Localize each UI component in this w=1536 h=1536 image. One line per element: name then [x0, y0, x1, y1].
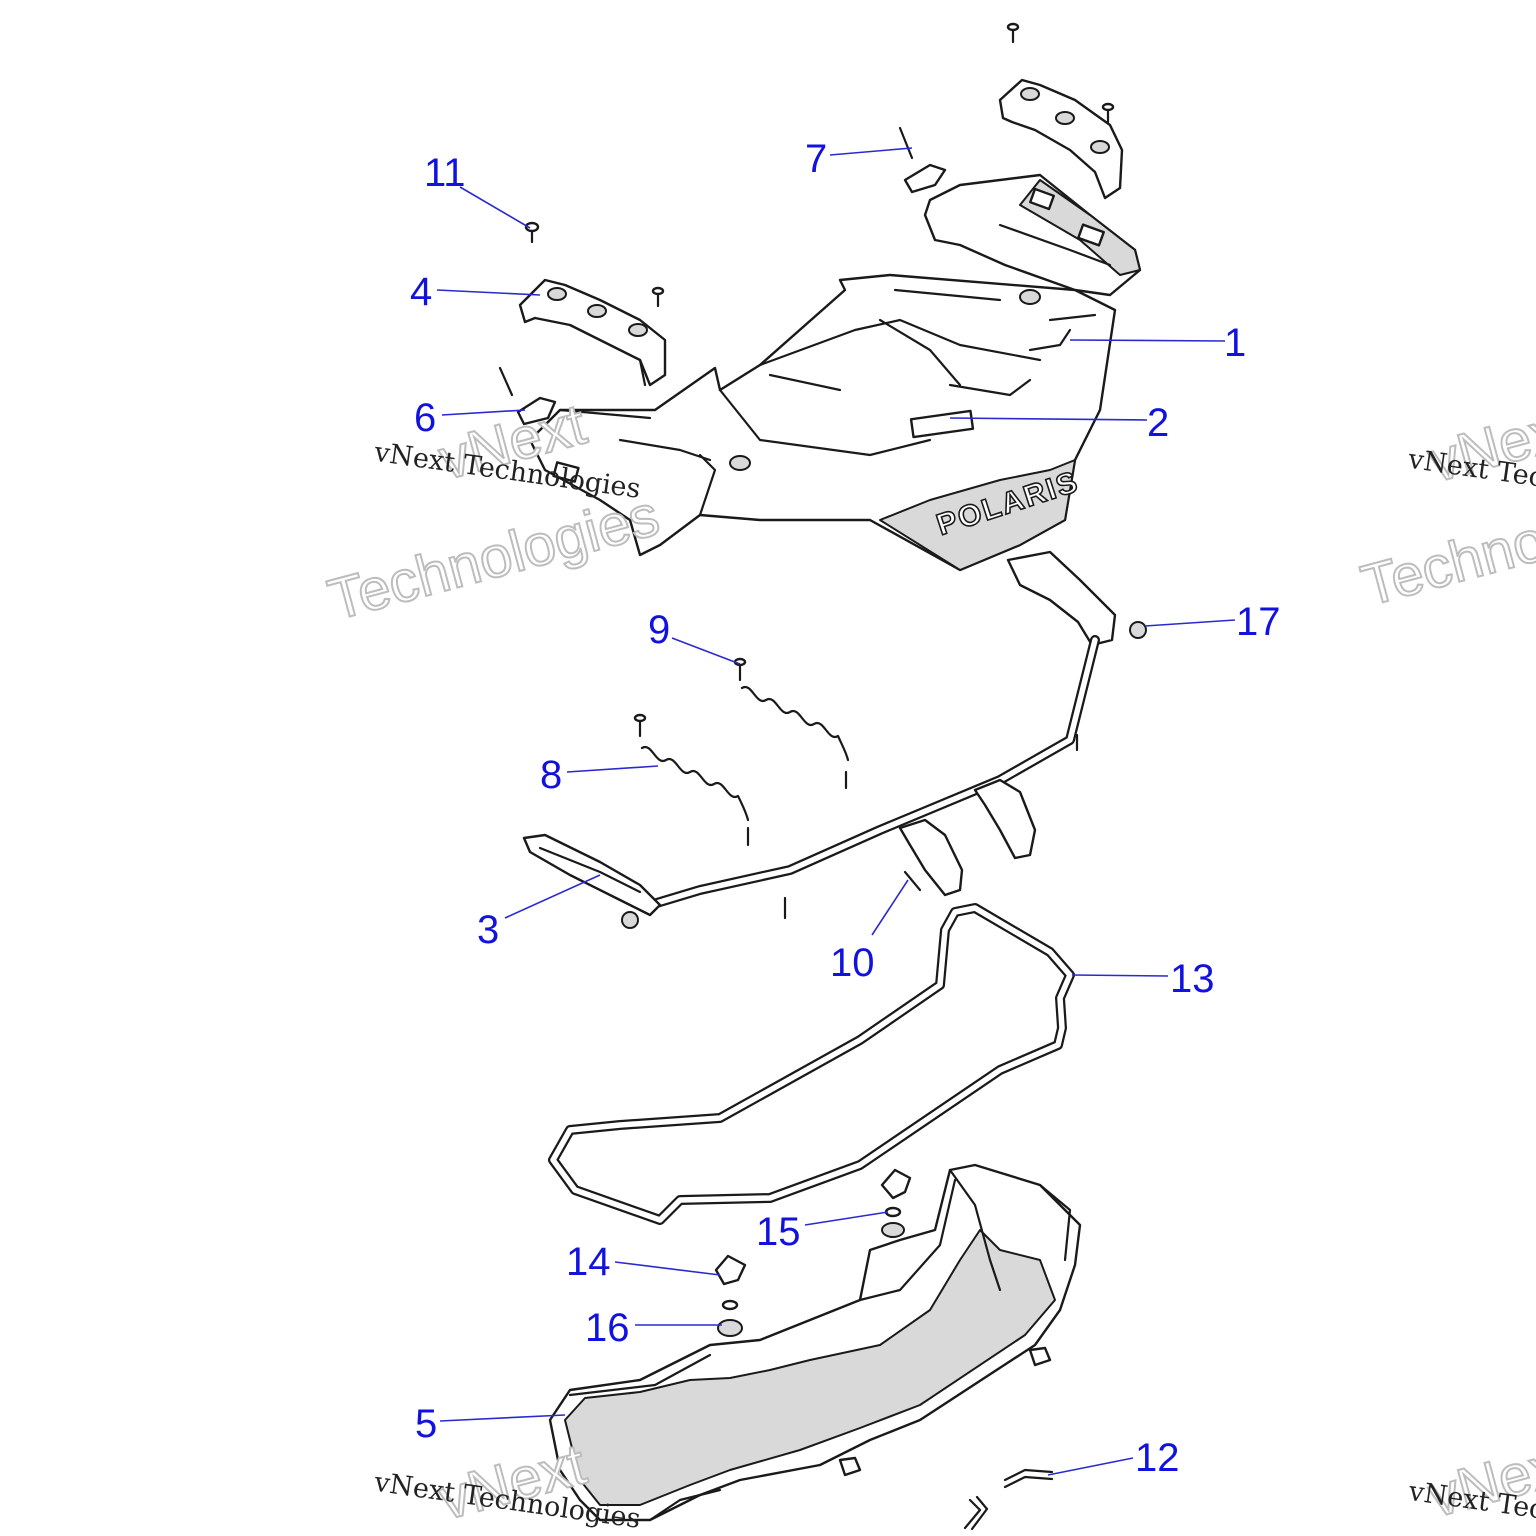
spring-lower — [633, 713, 750, 847]
latch-upper — [898, 126, 947, 194]
latch-lower — [498, 366, 557, 426]
callout-2: 2 — [1147, 401, 1169, 445]
callout-13: 13 — [1170, 957, 1215, 1001]
leader-lines — [436, 147, 1236, 1476]
bracket-right — [998, 78, 1124, 200]
bracket-left — [518, 278, 667, 387]
latch-hardware — [714, 1168, 912, 1337]
callout-17: 17 — [1236, 600, 1281, 644]
callouts: 1 2 3 4 5 6 7 8 9 10 11 12 13 14 15 16 1… — [410, 137, 1281, 1480]
callout-6: 6 — [414, 396, 436, 440]
screws-top — [524, 22, 1115, 308]
callout-15: 15 — [756, 1210, 801, 1254]
spring-upper — [733, 657, 850, 790]
frame-tube — [522, 550, 1147, 929]
callout-8: 8 — [540, 753, 562, 797]
clips — [963, 1468, 1054, 1531]
callout-11: 11 — [424, 151, 466, 195]
callout-3: 3 — [477, 908, 499, 952]
callout-10: 10 — [830, 941, 875, 985]
callout-1: 1 — [1224, 321, 1246, 365]
callout-9: 9 — [648, 608, 670, 652]
front-shell — [923, 173, 1142, 297]
rack-panel — [528, 273, 1117, 572]
callout-7: 7 — [805, 137, 827, 181]
seal — [548, 903, 1075, 1225]
callout-5: 5 — [415, 1402, 437, 1446]
callout-12: 12 — [1135, 1436, 1180, 1480]
callout-4: 4 — [410, 270, 432, 314]
storage-tub — [548, 1163, 1082, 1522]
callout-14: 14 — [566, 1240, 611, 1284]
callout-16: 16 — [585, 1306, 630, 1350]
watermark-large-2: Technologies — [322, 483, 666, 633]
